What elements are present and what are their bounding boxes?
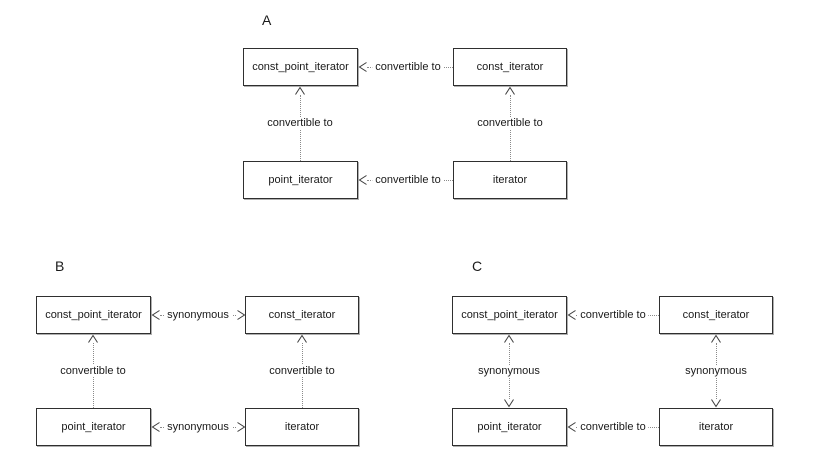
box-b-const-point-iterator: const_point_iterator — [36, 296, 151, 334]
edge-label: convertible to — [577, 309, 649, 321]
arrowhead-up-icon — [711, 334, 721, 344]
diagram-c-label: C — [472, 258, 483, 274]
box-c-point-iterator: point_iterator — [452, 408, 567, 446]
arrowhead-left-icon — [151, 422, 161, 432]
edge-label: synonymous — [164, 309, 232, 321]
edge-label: synonymous — [682, 365, 750, 377]
edge-label: synonymous — [475, 365, 543, 377]
diagram-b-label: B — [55, 258, 65, 274]
arrowhead-left-icon — [151, 310, 161, 320]
box-a-point-iterator: point_iterator — [243, 161, 358, 199]
box-a-const-point-iterator: const_point_iterator — [243, 48, 358, 86]
arrowhead-down-icon — [711, 398, 721, 408]
box-a-const-iterator: const_iterator — [453, 48, 567, 86]
edge-label: convertible to — [57, 365, 129, 377]
box-a-iterator: iterator — [453, 161, 567, 199]
box-c-iterator: iterator — [659, 408, 773, 446]
arrowhead-left-icon — [567, 310, 577, 320]
diagram-a-label: A — [262, 12, 272, 28]
edge-label: synonymous — [164, 421, 232, 433]
edge-label: convertible to — [266, 365, 338, 377]
arrowhead-up-icon — [504, 334, 514, 344]
arrowhead-up-icon — [297, 334, 307, 344]
box-c-const-iterator: const_iterator — [659, 296, 773, 334]
arrowhead-right-icon — [236, 422, 246, 432]
arrowhead-down-icon — [504, 398, 514, 408]
arrowhead-up-icon — [295, 86, 305, 96]
arrowhead-left-icon — [358, 175, 368, 185]
edge-label: convertible to — [577, 421, 649, 433]
arrowhead-right-icon — [236, 310, 246, 320]
arrowhead-left-icon — [358, 62, 368, 72]
box-c-const-point-iterator: const_point_iterator — [452, 296, 567, 334]
box-b-const-iterator: const_iterator — [245, 296, 359, 334]
arrowhead-up-icon — [88, 334, 98, 344]
edge-label: convertible to — [474, 117, 546, 129]
arrowhead-up-icon — [505, 86, 515, 96]
box-b-iterator: iterator — [245, 408, 359, 446]
arrowhead-left-icon — [567, 422, 577, 432]
edge-label: convertible to — [372, 174, 444, 186]
edge-label: convertible to — [372, 61, 444, 73]
box-b-point-iterator: point_iterator — [36, 408, 151, 446]
edge-label: convertible to — [264, 117, 336, 129]
